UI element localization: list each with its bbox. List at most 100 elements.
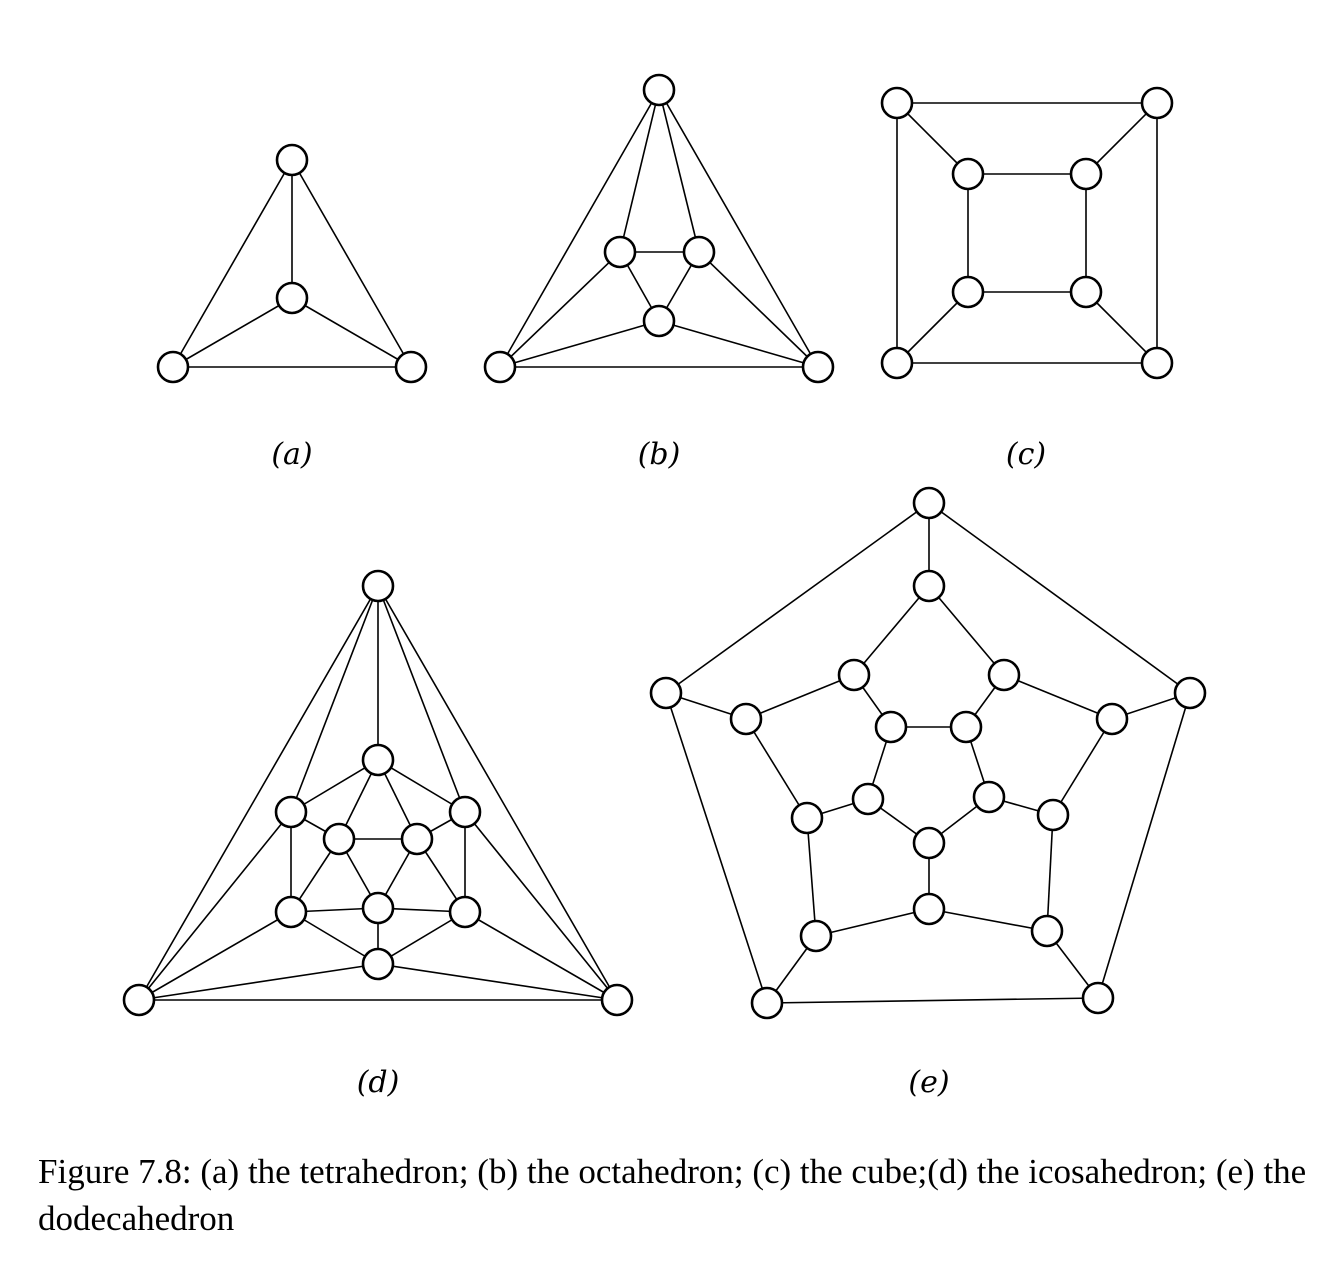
graph-edge xyxy=(138,963,379,1001)
panel-tetrahedron: (a) xyxy=(156,143,428,472)
graph-edge xyxy=(896,291,969,364)
graph-edge xyxy=(377,963,618,1001)
graph-vertex xyxy=(750,986,784,1020)
graph-vertex xyxy=(274,895,308,929)
graph-vertex xyxy=(361,743,395,777)
vertices-a xyxy=(156,143,428,384)
graph-edge xyxy=(464,811,618,1001)
graph-vertex xyxy=(600,983,634,1017)
graph-vertex xyxy=(361,891,395,925)
graph-edge xyxy=(1003,674,1113,720)
graph-edge xyxy=(290,759,379,813)
edges-d xyxy=(138,585,618,1001)
graph-vertex xyxy=(361,569,395,603)
graph-edge xyxy=(928,502,1191,694)
graph-vertex xyxy=(682,235,716,269)
graph-edge xyxy=(658,89,700,253)
graph-edge xyxy=(138,811,292,1001)
graph-vertex xyxy=(951,157,985,191)
figure-caption: Figure 7.8: (a) the tetrahedron; (b) the… xyxy=(38,1152,1307,1238)
graph-edge xyxy=(619,89,660,253)
graph-vertex xyxy=(275,143,309,177)
panel-cube: (c) xyxy=(880,86,1174,472)
graph-edge xyxy=(172,159,293,368)
graph-edge xyxy=(1052,718,1113,816)
graph-vertex xyxy=(912,826,946,860)
graph-vertex xyxy=(275,281,309,315)
graph-edge xyxy=(290,911,379,965)
graph-edge xyxy=(766,997,1099,1004)
edges-b xyxy=(499,89,819,368)
graph-edge xyxy=(698,251,819,368)
graph-vertex xyxy=(361,947,395,981)
panel-label-d: (d) xyxy=(357,1065,400,1100)
graph-edge xyxy=(291,297,412,368)
graph-edge xyxy=(665,692,768,1004)
vertices-b xyxy=(483,73,835,384)
edges-a xyxy=(172,159,412,368)
graph-vertex xyxy=(156,350,190,384)
graph-edge xyxy=(499,251,621,368)
graph-vertex xyxy=(880,86,914,120)
graph-edge xyxy=(290,585,379,813)
graph-edge xyxy=(745,674,855,720)
graph-vertex xyxy=(851,782,885,816)
graph-vertex xyxy=(949,710,983,744)
graph-vertex xyxy=(912,486,946,520)
vertices-d xyxy=(122,569,634,1017)
graph-edge xyxy=(745,718,808,819)
graph-vertex xyxy=(603,235,637,269)
panel-label-b: (b) xyxy=(638,437,681,472)
graph-edge xyxy=(138,911,292,1001)
graph-edge xyxy=(815,908,930,937)
graph-vertex xyxy=(972,780,1006,814)
graph-vertex xyxy=(1095,702,1129,736)
graph-vertex xyxy=(1140,346,1174,380)
panel-dodecahedron: (e) xyxy=(649,486,1207,1100)
graph-edge xyxy=(138,585,379,1001)
panel-octahedron: (b) xyxy=(483,73,835,472)
graph-vertex xyxy=(400,822,434,856)
graph-edge xyxy=(377,759,466,813)
graph-edge xyxy=(665,502,930,694)
graph-edge xyxy=(1097,692,1191,999)
graph-edge xyxy=(499,320,660,368)
graph-vertex xyxy=(951,275,985,309)
graph-vertex xyxy=(799,919,833,953)
graph-vertex xyxy=(837,658,871,692)
panel-icosahedron: (d) xyxy=(122,569,634,1100)
panel-label-a: (a) xyxy=(271,437,312,472)
graph-vertex xyxy=(122,983,156,1017)
graph-edge xyxy=(928,585,1005,676)
graph-vertex xyxy=(801,350,835,384)
graph-edge xyxy=(1085,102,1158,175)
graph-vertex xyxy=(729,702,763,736)
graph-edge xyxy=(658,89,819,368)
graph-vertex xyxy=(1036,798,1070,832)
graph-edge xyxy=(1085,291,1158,364)
graph-edge xyxy=(377,585,466,813)
graph-vertex xyxy=(880,346,914,380)
vertices-c xyxy=(880,86,1174,380)
graph-edge xyxy=(1046,814,1054,932)
graph-edge xyxy=(896,102,969,175)
polyhedra-graph-figure: (a) (b) (c) (d) (e) xyxy=(122,73,1207,1100)
graph-edge xyxy=(464,911,618,1001)
graph-vertex xyxy=(987,658,1021,692)
graph-edge xyxy=(172,297,293,368)
graph-edge xyxy=(928,908,1048,932)
graph-edge xyxy=(377,585,618,1001)
graph-vertex xyxy=(1069,157,1103,191)
graph-vertex xyxy=(912,569,946,603)
graph-edge xyxy=(806,817,817,937)
panel-label-e: (e) xyxy=(908,1065,949,1100)
vertices-e xyxy=(649,486,1207,1020)
graph-vertex xyxy=(1081,981,1115,1015)
graph-vertex xyxy=(874,710,908,744)
graph-vertex xyxy=(912,892,946,926)
graph-vertex xyxy=(642,304,676,338)
graph-vertex xyxy=(642,73,676,107)
graph-edge xyxy=(291,159,412,368)
graph-edge xyxy=(377,911,466,965)
graph-vertex xyxy=(394,350,428,384)
